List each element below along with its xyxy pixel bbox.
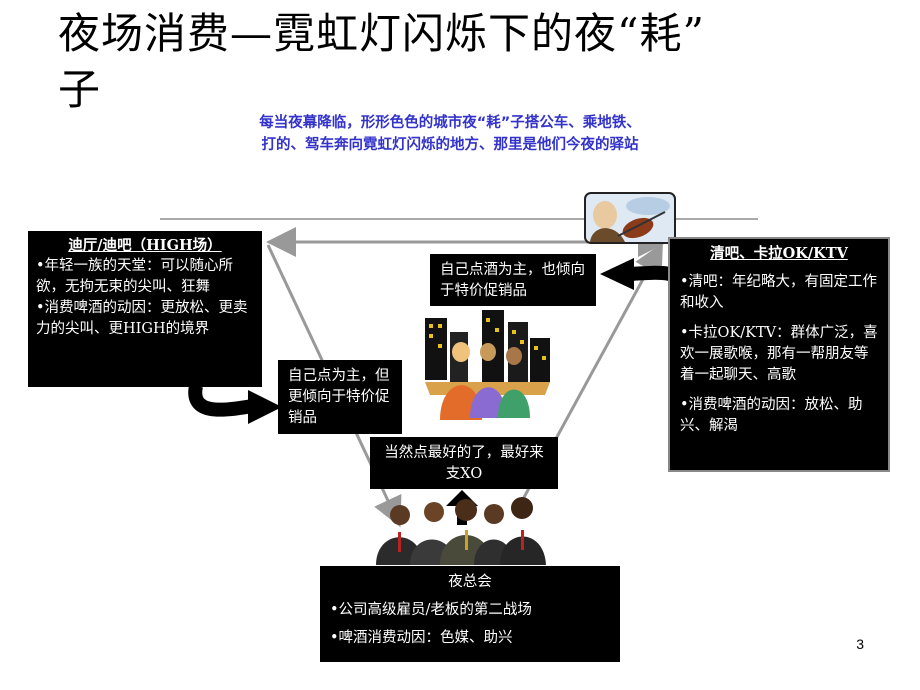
nightclub-box-item-1: •公司高级雇员/老板的第二战场 [330, 602, 532, 618]
nightclub-box-item-2: •啤酒消费动因：色媒、助兴 [330, 630, 513, 646]
nightclub-box: 夜总会 •公司高级雇员/老板的第二战场 •啤酒消费动因：色媒、助兴 [320, 566, 620, 662]
slide-subtitle-line-1: 每当夜幕降临，形形色色的城市夜“耗”子搭公车、乘地铁、 [259, 115, 641, 131]
disco-box-item-2: •消费啤酒的动因：更放松、更卖力的尖叫、更HIGH的境界 [36, 300, 248, 337]
nightclub-box-heading: 夜总会 [448, 574, 492, 590]
disco-box-item-1: •年轻一族的天堂：可以随心所欲，无拘无束的尖叫、狂舞 [36, 258, 234, 295]
page-number: 3 [856, 636, 864, 652]
slide-subtitle-line-2: 打的、驾车奔向霓虹灯闪烁的地方、那里是他们今夜的驿站 [261, 137, 639, 153]
bar-ktv-box-heading: 清吧、卡拉OK/KTV [710, 245, 848, 262]
slide-title-line-2: 子 [58, 65, 102, 114]
left-curved-arrow [188, 384, 254, 417]
violinist-clipart-icon [584, 192, 676, 244]
callout-bottom: 当然点最好的了，最好来支XO [370, 437, 558, 489]
businessmen-clipart-icon [376, 497, 546, 565]
callout-right: 自己点酒为主，也倾向于特价促销品 [430, 254, 596, 306]
right-curved-arrowhead [600, 258, 634, 290]
bar-ktv-box-item-2: •卡拉OK/KTV：群体广泛，喜欢一展歌喉，那有一帮朋友等着一起聊天、高歌 [680, 325, 878, 383]
slide-subtitle: 每当夜幕降临，形形色色的城市夜“耗”子搭公车、乘地铁、 打的、驾车奔向霓虹灯闪烁… [170, 112, 730, 156]
bar-ktv-box: 清吧、卡拉OK/KTV •清吧：年纪略大，有固定工作和收入 •卡拉OK/KTV：… [668, 237, 890, 472]
left-curved-arrowhead [248, 390, 282, 424]
city-people-clipart-icon [425, 310, 550, 420]
callout-middle: 自己点为主，但更倾向于特价促销品 [278, 360, 402, 434]
slide-title: 夜场消费—霓虹灯闪烁下的夜“耗” 子 [58, 6, 898, 118]
slide-title-line-1: 夜场消费—霓虹灯闪烁下的夜“耗” [58, 9, 705, 58]
bar-ktv-box-item-1: •清吧：年纪略大，有固定工作和收入 [680, 274, 878, 311]
disco-box: 迪厅/迪吧（HIGH场） •年轻一族的天堂：可以随心所欲，无拘无束的尖叫、狂舞 … [28, 231, 262, 387]
disco-box-heading: 迪厅/迪吧（HIGH场） [68, 237, 222, 254]
bar-ktv-box-item-3: •消费啤酒的动因：放松、助兴、解渴 [680, 397, 863, 434]
